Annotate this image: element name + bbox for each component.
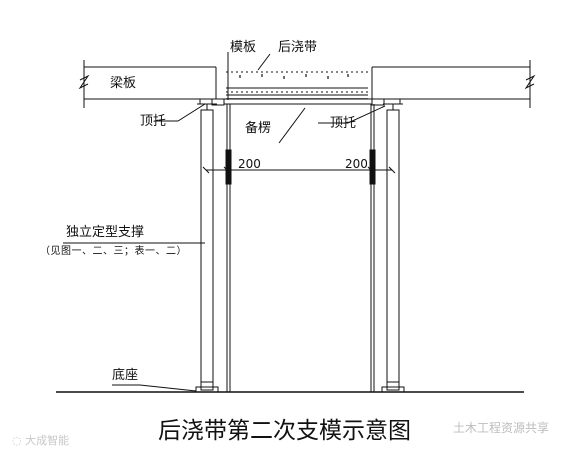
- support-post-right: [383, 103, 403, 391]
- label-support-note: （见图一、二、三；表一、二）: [40, 246, 187, 257]
- beam-slab-left: [78, 60, 217, 108]
- label-independent-support: 独立定型支撑: [66, 225, 145, 240]
- label-top-bracket-left: 顶托: [140, 114, 167, 129]
- watermark-left-text: 大成智能: [25, 434, 70, 447]
- label-top-bracket-right: 顶托: [330, 116, 357, 131]
- spare-rods: [225, 104, 376, 392]
- label-post-pour-strip: 后浇带: [278, 40, 318, 55]
- label-spare-rod: 备楞: [245, 121, 272, 136]
- camera-icon: ◌: [12, 434, 22, 447]
- watermark-left: ◌ 大成智能: [12, 435, 69, 446]
- label-base: 底座: [112, 368, 139, 383]
- formwork-plate: [199, 98, 401, 106]
- ground-line: [56, 386, 524, 393]
- dimension-line: [202, 166, 396, 174]
- diagram-title: 后浇带第二次支模示意图: [158, 418, 411, 444]
- leader-lines: [63, 52, 386, 392]
- label-beam-slab: 梁板: [110, 76, 137, 91]
- post-pour-strip: [226, 71, 368, 100]
- dimension-right: 200: [345, 157, 368, 171]
- watermark-right: 土木工程资源共享: [453, 421, 550, 435]
- support-post-left: [197, 103, 217, 391]
- label-formwork: 模板: [230, 40, 257, 55]
- dimension-left: 200: [238, 157, 261, 171]
